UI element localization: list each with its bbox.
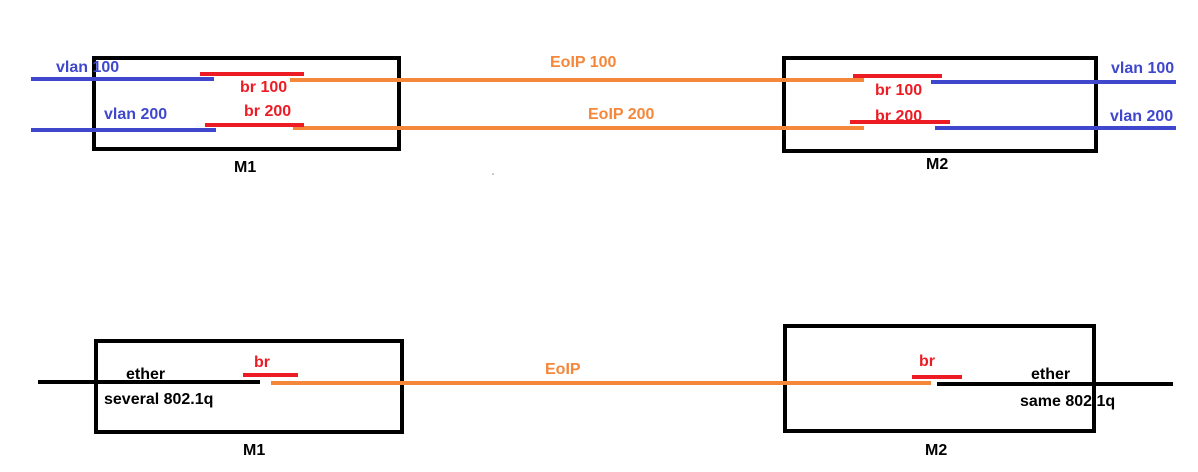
stray-dot bbox=[492, 173, 494, 175]
top-m1-vlan100-label: vlan 100 bbox=[56, 59, 119, 76]
top-m2-vlan200-label: vlan 200 bbox=[1110, 108, 1173, 125]
bottom-m1-label: M1 bbox=[243, 442, 265, 459]
top-m2-br200-label: br 200 bbox=[875, 108, 922, 125]
top-scenario: vlan 100 vlan 200 br 100 br 200 M1 EoIP … bbox=[31, 54, 1176, 176]
top-m2-label: M2 bbox=[926, 156, 948, 173]
bottom-eoip-label: EoIP bbox=[545, 361, 581, 378]
bottom-m2-ether-label: ether bbox=[1031, 366, 1070, 383]
top-m2-box bbox=[782, 56, 1098, 153]
bottom-m1-box bbox=[94, 339, 404, 434]
bottom-m1-br-label: br bbox=[254, 354, 270, 371]
top-eoip100-label: EoIP 100 bbox=[550, 54, 617, 71]
top-eoip200-label: EoIP 200 bbox=[588, 106, 655, 123]
top-m1-box bbox=[92, 56, 401, 151]
top-m2-br100-label: br 100 bbox=[875, 82, 922, 99]
top-m1-br100-label: br 100 bbox=[240, 79, 287, 96]
bottom-m2-br-label: br bbox=[919, 353, 935, 370]
bottom-m2-ether-note: same 802.1q bbox=[1020, 393, 1115, 410]
top-m1-br200-label: br 200 bbox=[244, 103, 291, 120]
top-m1-vlan200-label: vlan 200 bbox=[104, 106, 167, 123]
top-m2-vlan100-label: vlan 100 bbox=[1111, 60, 1174, 77]
bottom-scenario: ether several 802.1q br M1 EoIP br ether… bbox=[38, 324, 1173, 459]
bottom-m1-ether-label: ether bbox=[126, 366, 165, 383]
bottom-m2-label: M2 bbox=[925, 442, 947, 459]
bottom-m1-ether-note: several 802.1q bbox=[104, 391, 213, 408]
top-m1-label: M1 bbox=[234, 159, 256, 176]
bottom-m2-box bbox=[783, 324, 1096, 433]
